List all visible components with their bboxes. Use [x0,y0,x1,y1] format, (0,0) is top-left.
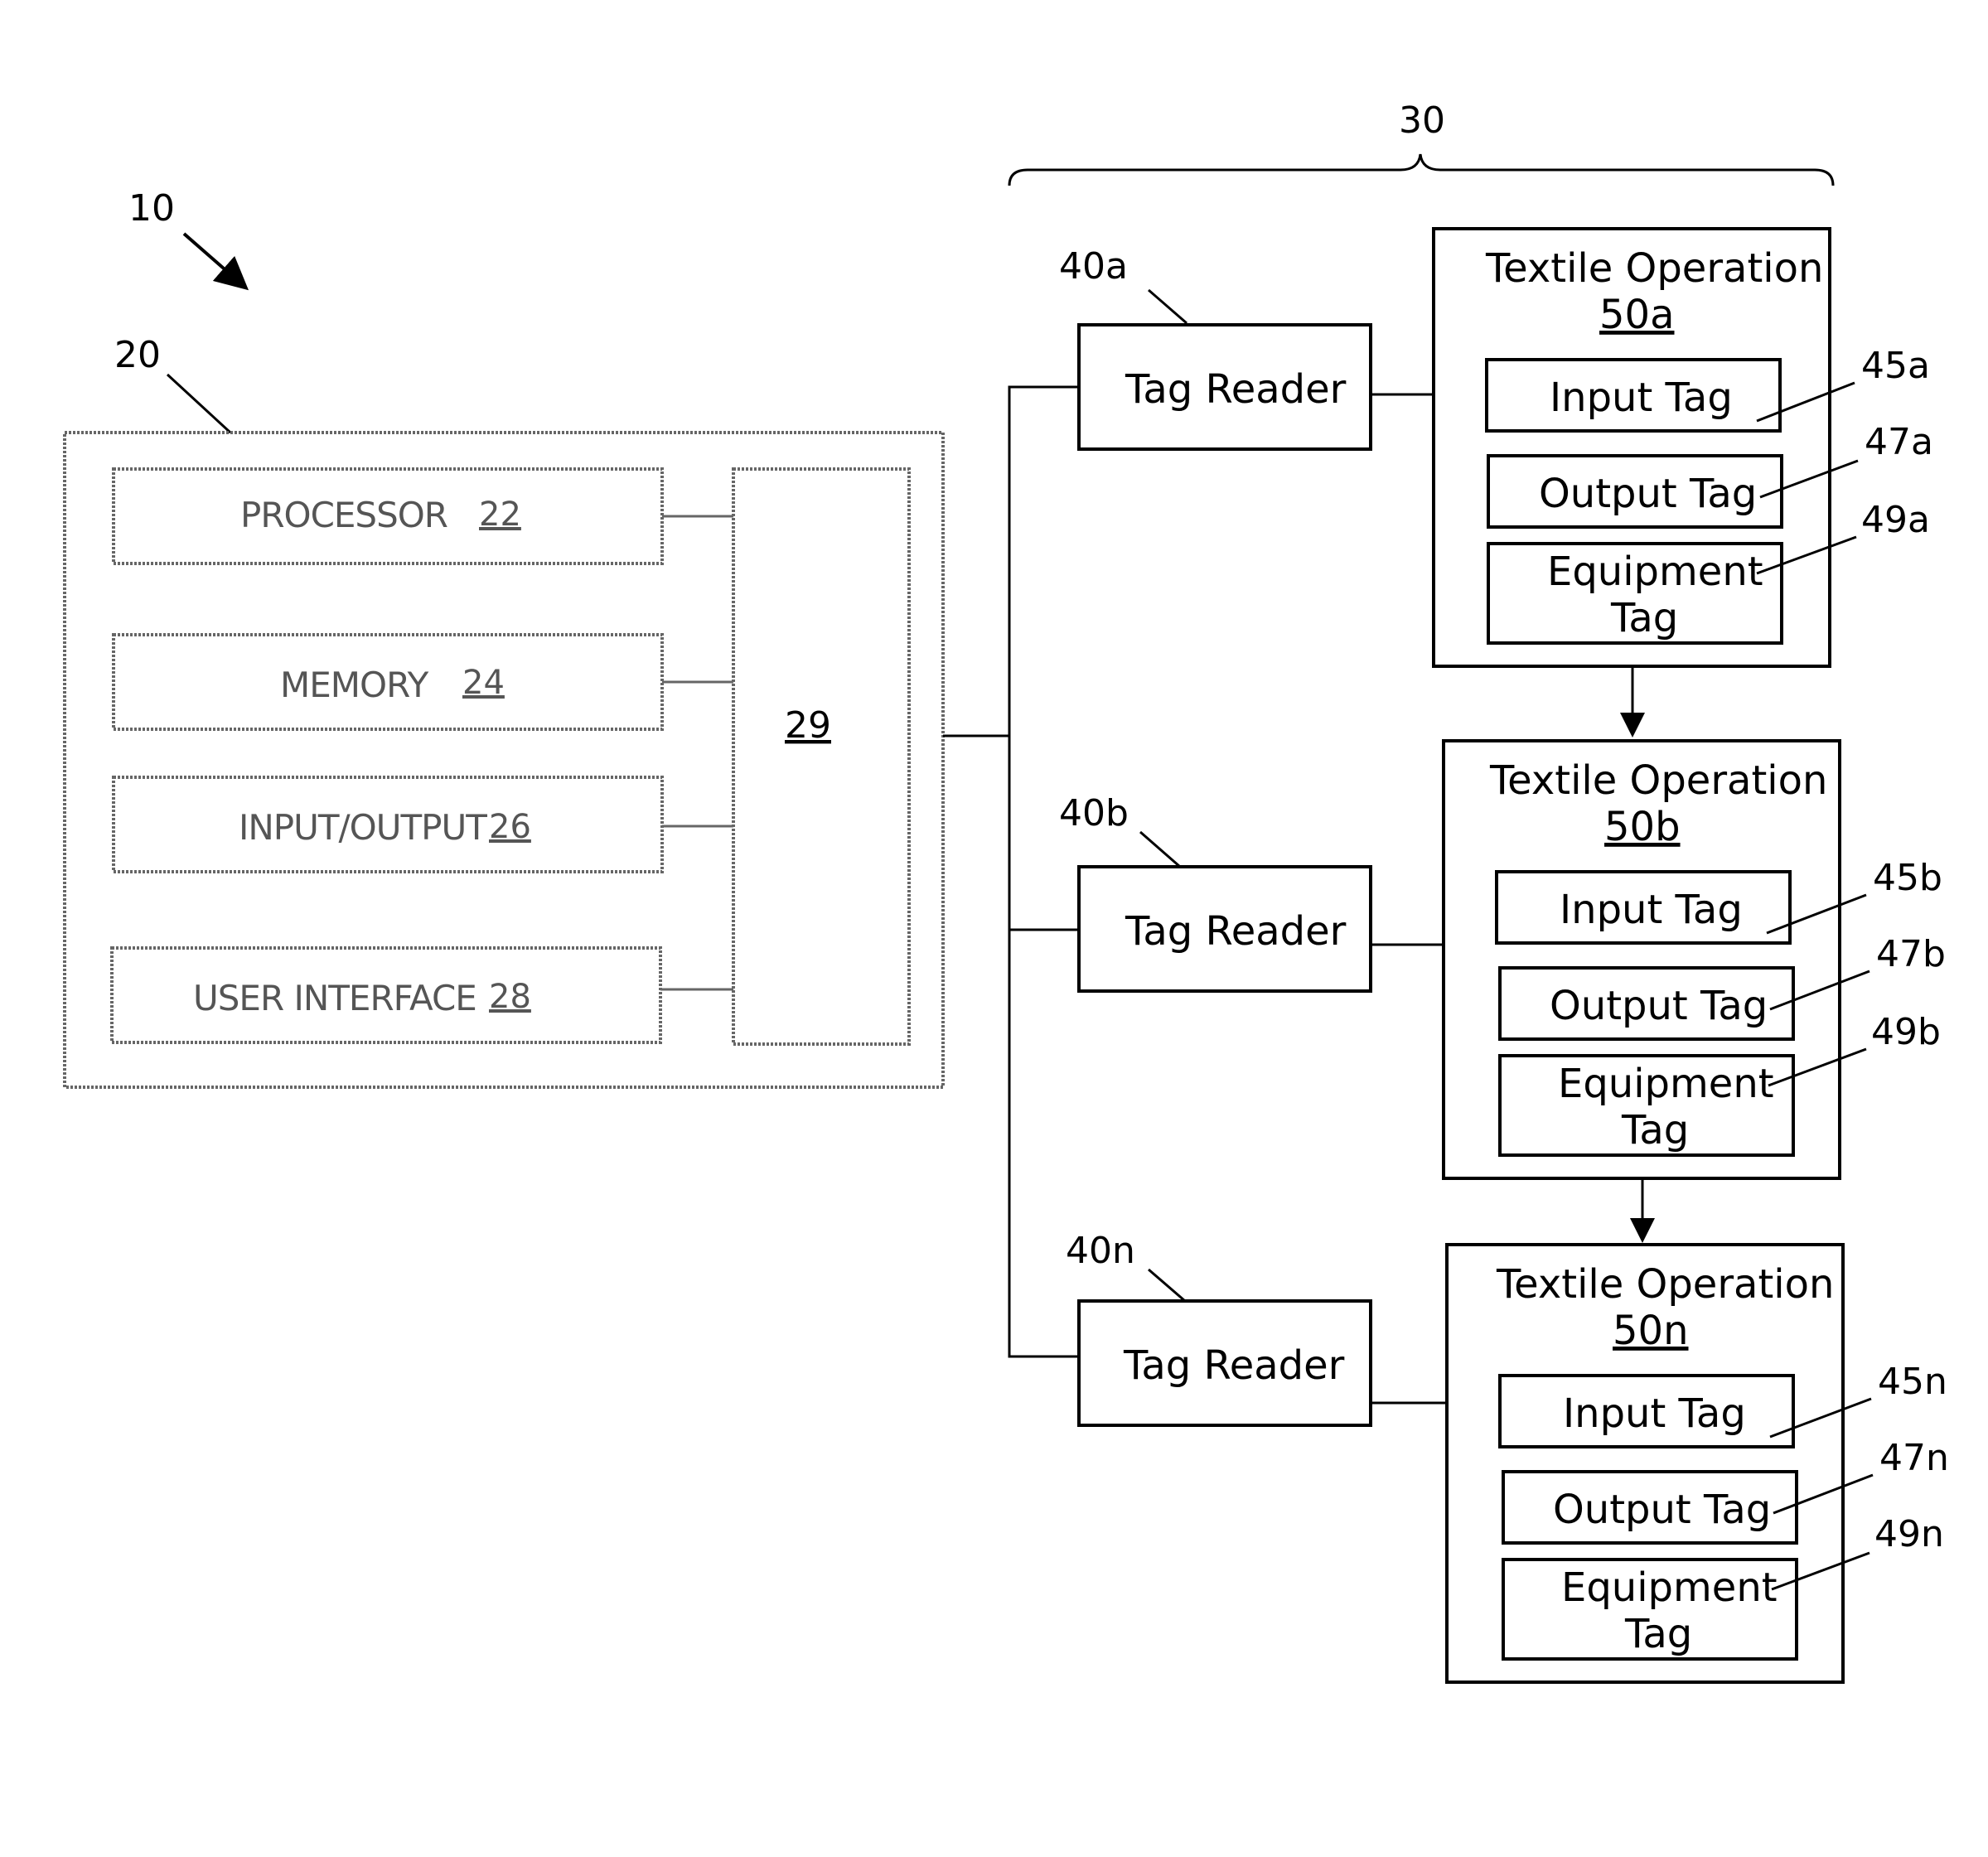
tag-reader-b-label: Tag Reader [1125,908,1347,955]
network-trunk [1009,387,1079,1356]
io-label: INPUT/OUTPUT [239,807,487,848]
ref-47b-leader [1770,971,1869,1009]
io-num: 26 [489,808,531,846]
input-tag-a-label: Input Tag [1550,375,1733,421]
output-tag-b-label: Output Tag [1550,983,1768,1029]
ref-45b-leader [1767,895,1866,933]
ref-49a: 49a [1861,499,1930,541]
equipment-tag-n-label-2: Tag [1624,1611,1692,1657]
ref-30: 30 [1399,99,1445,142]
ref-40b-leader [1140,832,1180,867]
input-tag-n-label: Input Tag [1563,1390,1746,1437]
textile-operation-n-title: Textile Operation [1496,1261,1834,1308]
equipment-tag-b-label-2: Tag [1621,1107,1689,1153]
bus-box [733,469,909,1044]
textile-operation-a-title: Textile Operation [1485,245,1823,292]
processor-num: 22 [479,496,521,534]
memory-num: 24 [462,664,505,702]
ref-40n-leader [1149,1269,1185,1301]
ref-45b: 45b [1873,857,1942,899]
ref-40n: 40n [1066,1230,1135,1272]
input-tag-b-label: Input Tag [1560,887,1743,933]
ref-47a-leader [1760,461,1858,497]
user-interface-num: 28 [489,978,531,1016]
group-bracket [1009,154,1833,186]
ref-49b: 49b [1871,1011,1941,1053]
output-tag-a-label: Output Tag [1539,471,1757,517]
textile-operation-b-title: Textile Operation [1489,757,1827,804]
user-interface-label: USER INTERFACE [193,978,476,1018]
equipment-tag-b-label-1: Equipment [1558,1061,1774,1107]
textile-operation-b-num: 50b [1604,804,1681,850]
ref-45n: 45n [1878,1361,1947,1403]
ref-47b: 47b [1876,933,1946,975]
ref-40b: 40b [1059,792,1129,834]
equipment-tag-a-label-2: Tag [1610,595,1678,641]
bus-num: 29 [785,704,831,747]
memory-label: MEMORY [280,665,429,705]
equipment-tag-a-label-1: Equipment [1547,549,1763,595]
processor-label: PROCESSOR [240,495,447,535]
tag-reader-a-label: Tag Reader [1125,366,1347,413]
ref-10-arrow [184,234,244,286]
ref-40a-leader [1149,290,1187,323]
equipment-tag-n-label-1: Equipment [1561,1564,1778,1611]
output-tag-n-label: Output Tag [1553,1487,1771,1533]
ref-47n-leader [1773,1475,1873,1513]
ref-20-leader [167,375,230,433]
ref-49n: 49n [1874,1513,1944,1555]
ref-20: 20 [114,334,161,376]
ref-45n-leader [1770,1399,1871,1437]
ref-40a: 40a [1059,245,1128,288]
ref-45a-leader [1757,383,1855,421]
ref-47a: 47a [1865,421,1933,463]
textile-operation-a-num: 50a [1599,292,1675,338]
textile-operation-n-num: 50n [1613,1308,1689,1354]
tag-reader-n-label: Tag Reader [1123,1342,1345,1389]
ref-10: 10 [128,187,175,230]
ref-45a: 45a [1861,345,1930,387]
ref-47n: 47n [1879,1437,1949,1479]
